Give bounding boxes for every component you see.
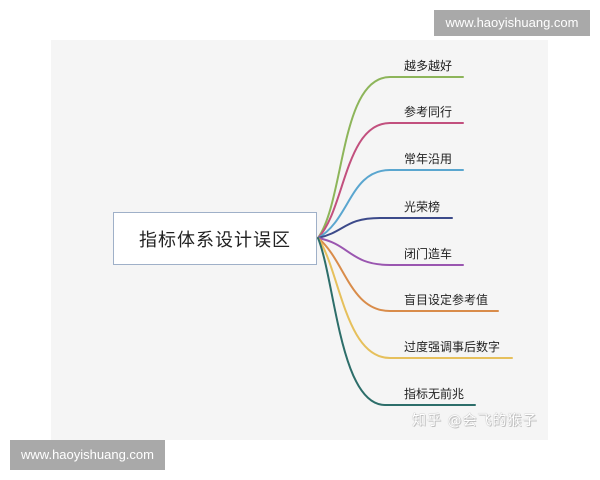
branch-label-6: 盲目设定参考值 [404, 293, 489, 307]
branch-label-4: 光荣榜 [404, 200, 441, 214]
branch-line-5 [317, 237, 464, 266]
branch-label-5: 闭门造车 [404, 247, 453, 261]
root-node: 指标体系设计误区 [113, 212, 317, 265]
branch-label-7: 过度强调事后数字 [404, 340, 501, 354]
branch-line-7 [317, 237, 513, 359]
branch-line-3 [317, 169, 464, 239]
branch-label-3: 常年沿用 [404, 152, 453, 166]
branch-line-1 [317, 76, 464, 239]
branch-label-1: 越多越好 [404, 59, 453, 73]
branch-line-6 [317, 237, 499, 312]
branch-label-8: 指标无前兆 [404, 387, 465, 401]
watermark-bottom: www.haoyishuang.com [10, 440, 165, 470]
author-credit: 知乎 @会飞的猴子 [412, 413, 538, 429]
root-node-label: 指标体系设计误区 [139, 229, 291, 251]
branch-line-8 [317, 237, 476, 406]
branch-line-4 [317, 217, 453, 239]
watermark-top: www.haoyishuang.com [434, 10, 590, 36]
branch-label-2: 参考同行 [404, 105, 453, 119]
branch-line-2 [317, 122, 464, 239]
